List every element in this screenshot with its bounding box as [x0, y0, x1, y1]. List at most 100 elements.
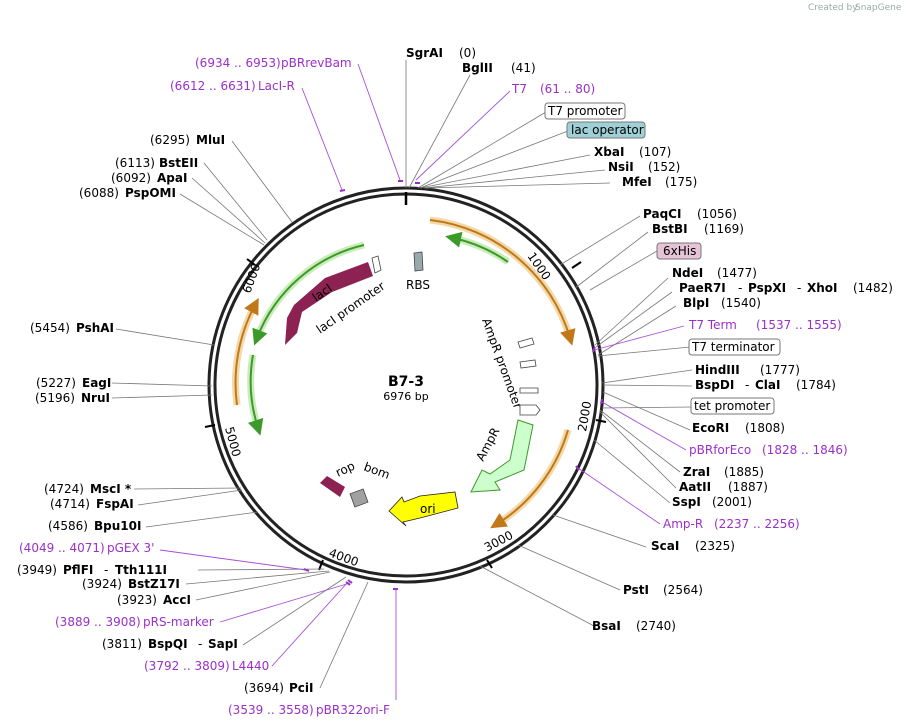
enzyme-nrui[interactable]: NruI — [81, 391, 110, 405]
tet-promoter-arrow — [519, 404, 541, 416]
enzyme-bsai[interactable]: BsaI — [592, 619, 621, 633]
enzyme-blpi-pos: (1540) — [721, 296, 761, 310]
enzyme-sspi-pos: (2001) — [712, 495, 752, 509]
enzyme-pflfi-sep: - — [104, 563, 108, 577]
primer-laci-r[interactable]: LacI-R — [258, 79, 295, 93]
bom-feature[interactable] — [349, 488, 369, 508]
enzyme-mfei[interactable]: MfeI — [622, 175, 652, 189]
his6-box[interactable] — [656, 242, 702, 260]
enzyme-paer7i[interactable]: PaeR7I — [679, 281, 726, 295]
enzyme-zrai[interactable]: ZraI — [683, 465, 710, 479]
enzyme-bspdi-sep: - — [745, 378, 749, 392]
primer-laci-r-range: (6612 .. 6631) — [170, 79, 256, 93]
enzyme-pspxi[interactable]: PspXI — [748, 281, 786, 295]
enzyme-sspi[interactable]: SspI — [672, 495, 701, 509]
primer-t7[interactable]: T7 — [511, 82, 527, 96]
enzyme-pspomi-pos: (6088) — [79, 186, 119, 200]
enzyme-bstbi-pos: (1169) — [704, 222, 744, 236]
laci-feature-arrow[interactable] — [285, 262, 373, 345]
ampr-promoter-label: AmpR promoter — [479, 316, 525, 410]
laci-promoter-arrow[interactable] — [371, 255, 382, 274]
rbs-feature[interactable] — [413, 251, 424, 272]
enzyme-bspdi[interactable]: BspDI — [695, 378, 734, 392]
enzyme-bglii[interactable]: BglII — [462, 61, 493, 75]
primer-pbrrevbam[interactable]: pBRrevBam — [281, 56, 352, 70]
enzyme-fspai[interactable]: FspAI — [96, 497, 134, 511]
enzyme-bsai-pos: (2740) — [636, 619, 676, 633]
primer-marks — [303, 180, 603, 590]
enzyme-nsii[interactable]: NsiI — [608, 160, 634, 174]
enzyme-psti[interactable]: PstI — [623, 583, 649, 597]
enzyme-bpu10i[interactable]: Bpu10I — [94, 519, 141, 533]
enzyme-pcii[interactable]: PciI — [289, 681, 314, 695]
primer-pgex3-range: (4049 .. 4071) — [19, 541, 105, 555]
enzyme-msci-pos: (4724) — [44, 482, 84, 496]
enzyme-xbai-pos: (107) — [639, 145, 671, 159]
enzyme-paer7i-pos: (1482) — [853, 281, 893, 295]
enzyme-eagi[interactable]: EagI — [82, 376, 111, 390]
primer-l4440-range: (3792 .. 3809) — [144, 659, 230, 673]
ampr-feature-arrow[interactable] — [470, 419, 534, 493]
lac-operator-box[interactable] — [566, 121, 646, 139]
enzyme-xbai[interactable]: XbaI — [594, 145, 624, 159]
enzyme-bspqi[interactable]: BspQI — [148, 637, 188, 651]
orf-arc-green-left-lower — [247, 354, 264, 436]
enzyme-sgrai[interactable]: SgrAI — [406, 46, 443, 60]
enzyme-sapi[interactable]: SapI — [208, 637, 238, 651]
enzyme-apai-pos: (6092) — [111, 171, 151, 185]
ampr-label: AmpR — [473, 425, 502, 463]
enzyme-bglii-pos: (41) — [511, 61, 536, 75]
enzyme-msci[interactable]: MscI * — [90, 482, 132, 496]
enzyme-aatii[interactable]: AatII — [679, 480, 711, 494]
enzyme-bstz17i-pos: (3924) — [82, 577, 122, 591]
enzyme-ecori-pos: (1808) — [745, 421, 785, 435]
primer-pbrforeco[interactable]: pBRforEco — [689, 443, 751, 457]
enzyme-mlui[interactable]: MluI — [196, 133, 225, 147]
enzyme-ndei[interactable]: NdeI — [672, 266, 703, 280]
credit-label: Created by — [808, 3, 858, 13]
primer-amp-r[interactable]: Amp-R — [663, 517, 703, 531]
enzyme-paer7i-sep2: - — [797, 281, 801, 295]
ori-label: ori — [420, 502, 436, 516]
primer-t7-term[interactable]: T7 Term — [688, 318, 737, 332]
ori-feature-arrow[interactable] — [388, 491, 459, 527]
plasmid-length: 6976 bp — [383, 390, 428, 403]
enzyme-eagi-pos: (5227) — [36, 376, 76, 390]
enzyme-hindiii[interactable]: HindIII — [695, 363, 740, 377]
orf-arc-left — [234, 297, 259, 406]
enzyme-blpi[interactable]: BlpI — [683, 296, 709, 310]
t7-terminator-box[interactable] — [688, 338, 781, 356]
enzyme-paqci-pos: (1056) — [697, 207, 737, 221]
t7-promoter-label: T7 promoter — [547, 104, 623, 118]
primer-pgex3[interactable]: pGEX 3' — [107, 541, 154, 555]
enzyme-bsteii[interactable]: BstEII — [159, 156, 198, 170]
enzyme-acci[interactable]: AccI — [163, 593, 191, 607]
enzyme-bsteii-pos: (6113) — [115, 156, 155, 170]
enzyme-tth111i[interactable]: Tth111I — [115, 563, 167, 577]
enzyme-bspqi-sep: - — [198, 637, 202, 651]
primer-pbrforeco-range: (1828 .. 1846) — [762, 443, 848, 457]
enzyme-paqci[interactable]: PaqCI — [643, 207, 681, 221]
rop-label: rop — [333, 459, 357, 480]
enzyme-apai[interactable]: ApaI — [157, 171, 187, 185]
rop-feature-arrow[interactable] — [320, 476, 345, 497]
primer-l4440[interactable]: L4440 — [232, 659, 269, 673]
enzyme-clai[interactable]: ClaI — [755, 378, 780, 392]
primer-prs-marker[interactable]: pRS-marker — [143, 615, 214, 629]
enzyme-bstz17i[interactable]: BstZ17I — [128, 577, 180, 591]
enzyme-bstbi[interactable]: BstBI — [652, 222, 688, 236]
t7-terminator-label: T7 terminator — [691, 340, 775, 354]
enzyme-mlui-pos: (6295) — [150, 133, 190, 147]
t7-promoter-box[interactable] — [544, 102, 626, 120]
enzyme-scai[interactable]: ScaI — [651, 539, 679, 553]
enzyme-pspomi[interactable]: PspOMI — [125, 186, 176, 200]
primer-pbr322ori[interactable]: pBR322ori-F — [316, 703, 390, 717]
enzyme-pshai[interactable]: PshAI — [76, 321, 114, 335]
tet-promoter-box[interactable] — [690, 397, 775, 415]
enzyme-ecori[interactable]: EcoRI — [692, 421, 729, 435]
feature-small-3 — [519, 387, 539, 394]
enzyme-pflfi[interactable]: PflFI — [63, 563, 93, 577]
enzyme-xhoi[interactable]: XhoI — [807, 281, 838, 295]
enzyme-scai-pos: (2325) — [695, 539, 735, 553]
enzyme-hindiii-pos: (1777) — [760, 363, 800, 377]
